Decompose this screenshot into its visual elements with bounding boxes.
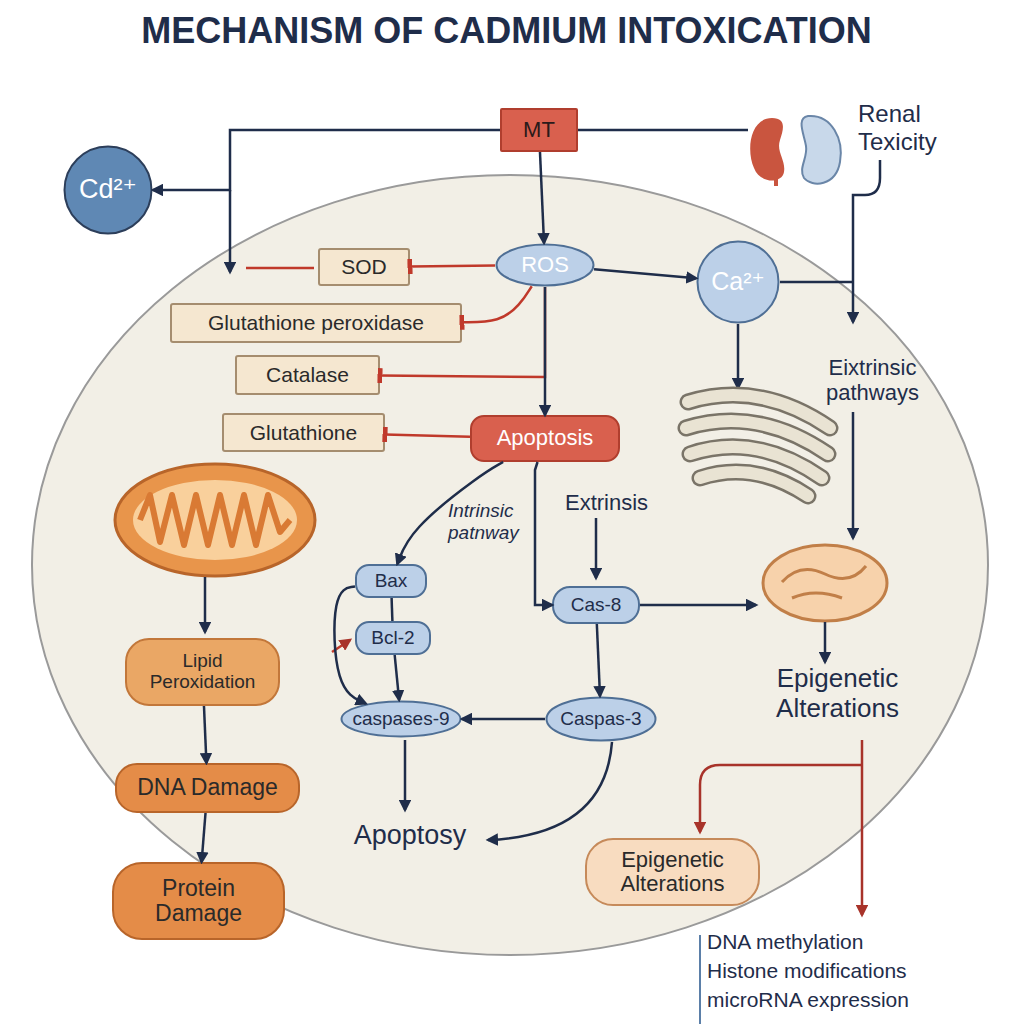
mitochondrion	[763, 545, 887, 621]
leader-arrow	[852, 412, 855, 538]
organ-label: Renal Texicity	[858, 100, 988, 155]
arrow-connector	[535, 462, 552, 605]
pathway-label: Intrinsic patnway	[448, 500, 548, 544]
leader-arrow	[640, 604, 756, 607]
node-text: SOD	[335, 255, 393, 278]
node-text: caspases-9	[346, 709, 455, 730]
node-outline	[342, 702, 461, 737]
process-box: Apoptosis	[470, 415, 620, 462]
node-text: Lipid Peroxidation	[127, 651, 278, 693]
ion-circle: Cd²⁺	[63, 145, 153, 235]
caspase-box: Cas-8	[552, 586, 640, 624]
inhibition-connector	[385, 435, 470, 437]
inhibition-line	[246, 267, 314, 270]
node-text: Glutathione	[244, 421, 363, 444]
kidney-icon	[802, 116, 841, 184]
node-text: Bax	[369, 571, 414, 592]
arrow-connector	[594, 269, 696, 278]
node-text: Epigenetic Alterations	[587, 848, 758, 896]
node-text: Apoptosis	[491, 426, 600, 450]
node-text: Caspas-3	[554, 709, 647, 730]
leader-arrow	[700, 765, 862, 832]
caspase-ellipse: caspases-9	[340, 700, 462, 738]
pathway-label: Eixtrinsic pathways	[795, 355, 950, 406]
er-band	[700, 472, 808, 496]
inhibition-connector	[462, 286, 532, 322]
enzyme-box: Glutathione peroxidase	[170, 303, 462, 343]
node-text: Cas-8	[565, 595, 628, 616]
leader-arrow	[488, 742, 612, 840]
arrow-connector	[153, 130, 500, 190]
leader-line	[578, 129, 748, 132]
enzyme-box: SOD	[318, 248, 410, 286]
caspase-ellipse: Caspas-3	[545, 696, 657, 742]
mitochondrion-crista	[782, 566, 866, 582]
damage-box: Lipid Peroxidation	[125, 638, 280, 706]
kidney-icon	[750, 118, 784, 181]
node-outline	[547, 698, 656, 741]
arrow-connector	[202, 813, 206, 862]
leader-arrow	[204, 577, 207, 632]
enzyme-box: Glutathione	[222, 413, 385, 452]
mitochondrion	[115, 464, 315, 576]
ion-circle: Ca²⁺	[696, 240, 780, 324]
mitochondrion-body	[763, 545, 887, 621]
outcome-label: Apoptosy	[330, 820, 490, 851]
mitochondrion-crista	[140, 495, 290, 545]
protein-box: Bax	[355, 564, 427, 598]
diagram-title: MECHANISM OF CADMIUM INTOXICATION	[0, 10, 1013, 52]
inhibition-arrow	[332, 640, 350, 652]
leader-arrow	[737, 324, 740, 388]
node-outline	[698, 242, 779, 323]
arrow-connector	[395, 655, 399, 700]
cell-outline	[32, 175, 988, 955]
arrow-connector	[204, 706, 206, 763]
leader-arrow	[229, 190, 232, 272]
node-text: ROS	[515, 253, 575, 277]
node-text: Glutathione peroxidase	[202, 311, 430, 334]
pathway-label: Extrinsis	[565, 490, 695, 515]
node-text: Catalase	[260, 363, 355, 386]
bracket-line	[699, 935, 701, 1024]
leader-arrow	[824, 622, 827, 662]
list-item: DNA methylation	[707, 930, 1007, 954]
arrow-connector	[540, 152, 544, 243]
damage-box: DNA Damage	[115, 763, 300, 813]
er-band	[700, 472, 808, 496]
endoplasmic-reticulum	[686, 395, 830, 496]
process-label: Epigenetic Alterations	[745, 664, 930, 724]
arrow-connector	[462, 718, 545, 721]
leader-line	[780, 281, 853, 284]
node-outline	[497, 245, 594, 286]
node-outline	[65, 147, 152, 234]
node-text: MT	[517, 118, 561, 142]
node-text: Cd²⁺	[73, 175, 143, 205]
mitochondrion-inner	[133, 480, 297, 560]
leader-arrow	[595, 518, 598, 578]
damage-box: Protein Damage	[112, 862, 285, 940]
arrow-connector	[544, 287, 547, 415]
ros-ellipse: ROS	[495, 243, 595, 287]
leader-arrow	[853, 160, 880, 322]
list-item: microRNA expression	[707, 988, 1007, 1012]
node-text: Bcl-2	[365, 628, 420, 649]
list-item: Histone modifications	[707, 959, 1007, 983]
protein-box: Bcl-2	[355, 621, 431, 655]
ureter-line	[774, 178, 778, 186]
epigenetic-box: Epigenetic Alterations	[585, 838, 760, 906]
mitochondrion-crista	[792, 593, 842, 598]
protein-box: MT	[500, 108, 578, 152]
inhibition-connector	[410, 264, 495, 267]
arrow-connector	[390, 598, 393, 621]
leader-arrow	[404, 740, 407, 810]
mitochondrion-body	[115, 464, 315, 576]
node-text: DNA Damage	[131, 775, 284, 800]
node-text: Ca²⁺	[705, 268, 770, 296]
enzyme-box: Catalase	[235, 355, 380, 395]
arrow-connector	[597, 624, 600, 696]
node-text: Protein Damage	[114, 876, 283, 927]
